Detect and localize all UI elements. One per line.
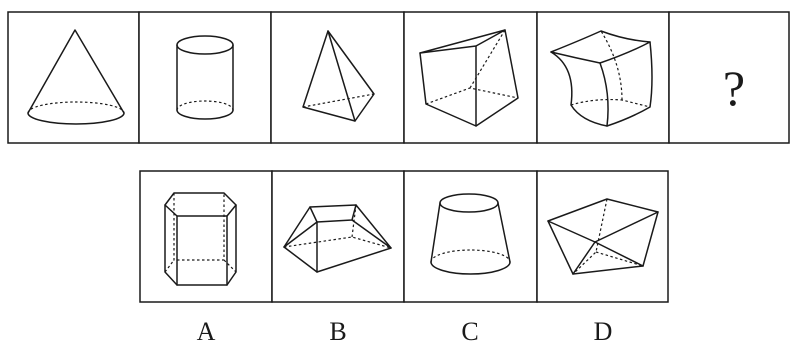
question-mark: ?	[723, 60, 745, 116]
pyramid-shape	[302, 30, 375, 122]
options-row	[139, 170, 669, 303]
sequence-row: ?	[7, 11, 790, 144]
option-label-d[interactable]: D	[594, 317, 613, 346]
square-frustum-shape	[283, 204, 392, 273]
option-cell-a[interactable]	[139, 170, 273, 303]
option-cell-b[interactable]	[271, 170, 405, 303]
twisted-solid-shape	[547, 198, 659, 275]
option-label-b[interactable]: B	[329, 317, 346, 346]
sequence-cell-3	[270, 11, 405, 144]
option-cell-c[interactable]	[403, 170, 538, 303]
cone-frustum-shape	[430, 193, 511, 275]
triangular-prism-shape	[419, 29, 519, 127]
sequence-cell-2	[138, 11, 272, 144]
sequence-cell-5	[536, 11, 670, 144]
curved-cube-shape	[550, 30, 653, 127]
question-cell	[668, 11, 790, 144]
option-cell-d[interactable]	[536, 170, 669, 303]
option-label-c[interactable]: C	[461, 317, 478, 346]
option-labels: A B C D	[197, 317, 613, 346]
hexagonal-prism-shape	[164, 192, 237, 286]
option-label-a[interactable]: A	[197, 317, 216, 346]
cylinder-shape	[176, 35, 234, 120]
cone-shape	[27, 29, 125, 125]
